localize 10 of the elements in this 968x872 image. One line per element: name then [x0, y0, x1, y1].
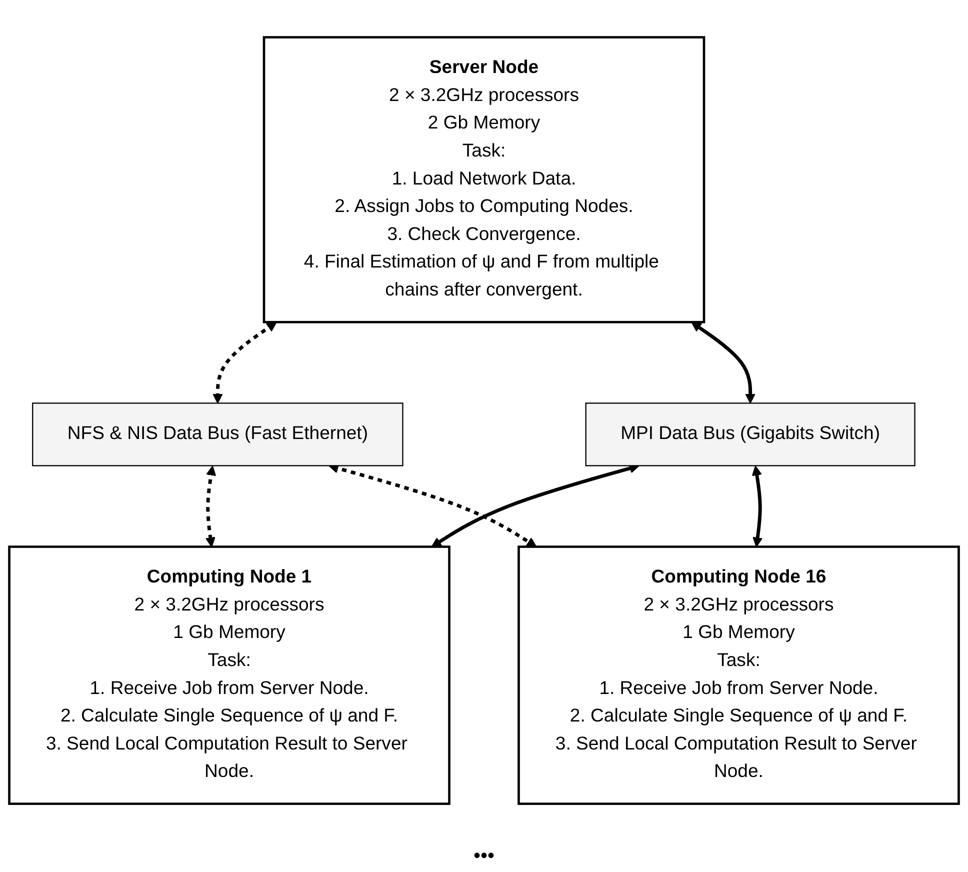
arrow: [752, 466, 763, 548]
node-box: Computing Node 1 2 × 3.2GHz processors 1 Gb Memory Task: 1. Receive Job from Server Node. 2. Calculate Single Sequence of ψ and F. 3. Send Local Computation Result to Server Node.: [8, 546, 450, 805]
node-box: MPI Data Bus (Gigabits Switch): [585, 402, 916, 466]
node-box: Server Node 2 × 3.2GHz processors 2 Gb Memory Task: 1. Load Network Data. 2. Assign Jobs to Computing Nodes. 3. Check Convergence. 4. Final Estimation of ψ and F from multiple chains after convergent.: [262, 36, 706, 324]
node-box: Computing Node 16 2 × 3.2GHz processors 1 Gb Memory Task: 1. Receive Job from Server Node. 2. Calculate Single Sequence of ψ and F. 3. Send Local Computation Result to Server Node.: [518, 546, 960, 805]
node-box: NFS & NIS Data Bus (Fast Ethernet): [32, 402, 404, 466]
arrow: [205, 466, 216, 548]
ellipsis-label: •••: [473, 845, 494, 867]
arrow: [691, 322, 756, 404]
arrow: [212, 322, 277, 404]
